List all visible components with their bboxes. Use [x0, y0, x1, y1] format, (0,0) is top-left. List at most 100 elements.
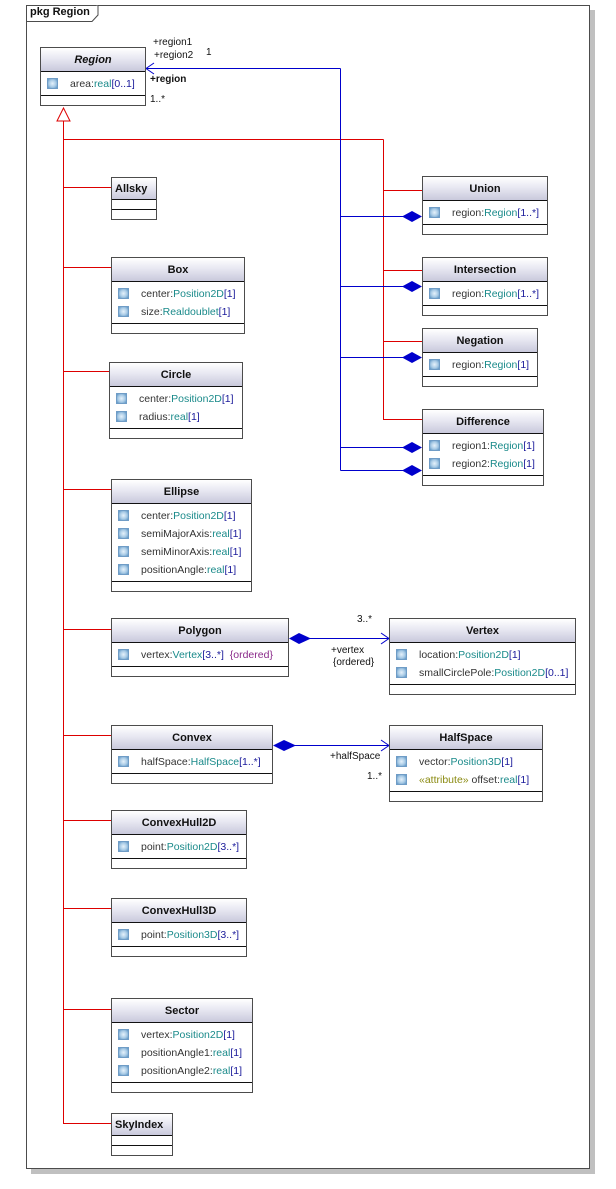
operation-compartment — [110, 429, 242, 438]
attribute-row[interactable]: center:Position2D[1] — [110, 390, 242, 408]
attribute-multiplicity: [1] — [223, 510, 236, 522]
class-name: Box — [112, 258, 244, 282]
attribute-type: Position2D — [458, 649, 509, 661]
class-name: Allsky — [112, 178, 156, 200]
attribute-icon — [118, 929, 129, 940]
attribute-row[interactable]: vertex:Position2D[1] — [112, 1026, 252, 1044]
attribute-name: center — [141, 510, 171, 522]
attribute-icon — [118, 1065, 129, 1076]
role-vertex: +vertex — [331, 645, 365, 656]
attribute-row[interactable]: vector:Position3D[1] — [390, 753, 542, 771]
attribute-separator: : — [455, 649, 459, 661]
attribute-row[interactable]: size:Realdoublet[1] — [112, 303, 244, 321]
attribute-row[interactable]: region:Region[1..*] — [423, 285, 547, 303]
class-sector[interactable]: Sector vertex:Position2D[1]positionAngle1… — [111, 998, 253, 1093]
attribute-icon — [118, 841, 129, 852]
attribute-name: offset — [471, 774, 498, 786]
attribute-name: region2 — [452, 458, 488, 470]
class-ellipse[interactable]: Ellipse center:Position2D[1]semiMajorAxis… — [111, 479, 252, 592]
attribute-row[interactable]: center:Position2D[1] — [112, 285, 244, 303]
attribute-separator: : — [159, 306, 163, 318]
attribute-multiplicity: [1] — [218, 306, 231, 318]
attribute-multiplicity: [1] — [523, 458, 535, 470]
class-allsky[interactable]: Allsky — [111, 177, 157, 220]
attribute-row[interactable]: area:real[0..1] — [41, 75, 145, 93]
operation-compartment — [112, 582, 251, 591]
attribute-name: point — [141, 929, 164, 941]
attribute-name: semiMinorAxis — [141, 546, 210, 558]
role-region1: +region1 — [153, 37, 193, 48]
attribute-icon — [47, 78, 58, 89]
attribute-icon — [118, 306, 129, 317]
attribute-row[interactable]: positionAngle:real[1] — [112, 561, 251, 579]
attribute-row[interactable]: region2:Region[1] — [423, 455, 543, 473]
class-name: Ellipse — [112, 480, 251, 504]
operation-compartment — [112, 947, 246, 956]
attribute-row[interactable]: semiMajorAxis:real[1] — [112, 525, 251, 543]
attribute-separator: : — [204, 564, 207, 576]
attribute-type: real — [93, 78, 112, 90]
attribute-row[interactable]: point:Position3D[3..*] — [112, 926, 246, 944]
attribute-separator: : — [170, 510, 174, 522]
class-name: Circle — [110, 363, 242, 387]
operation-compartment — [112, 324, 244, 333]
class-negation[interactable]: Negation region:Region[1] — [422, 328, 538, 387]
attribute-row[interactable]: vertex:Vertex[3..*] {ordered} — [112, 646, 288, 664]
attribute-multiplicity: [1] — [508, 649, 521, 661]
attribute-multiplicity: [1..*] — [517, 207, 540, 219]
class-skyindex[interactable]: SkyIndex — [111, 1113, 173, 1156]
attribute-row[interactable]: semiMinorAxis:real[1] — [112, 543, 251, 561]
attribute-row[interactable]: region:Region[1] — [423, 356, 537, 374]
attribute-row[interactable]: positionAngle1:real[1] — [112, 1044, 252, 1062]
attribute-row[interactable]: location:Position2D[1] — [390, 646, 575, 664]
attribute-icon — [118, 528, 129, 539]
attribute-row[interactable]: region1:Region[1] — [423, 437, 543, 455]
attribute-compartment: center:Position2D[1]size:Realdoublet[1] — [112, 282, 244, 324]
operation-compartment — [423, 476, 543, 485]
mult-vertex: 3..* — [357, 614, 373, 625]
attribute-type: real — [212, 1065, 231, 1077]
attribute-separator: : — [167, 411, 171, 423]
attribute-separator: : — [163, 929, 167, 941]
attribute-multiplicity: [1..*] — [517, 288, 540, 300]
attribute-type: real — [499, 774, 518, 786]
attribute-name: point — [141, 841, 164, 853]
diamond-intersection — [402, 281, 422, 292]
operation-compartment — [112, 774, 272, 783]
mult-region-roles: 1 — [206, 47, 212, 58]
attribute-row[interactable]: «attribute» offset:real[1] — [390, 771, 542, 789]
attribute-row[interactable]: smallCirclePole:Position2D[0..1] — [390, 664, 575, 682]
attribute-row[interactable]: region:Region[1..*] — [423, 204, 547, 222]
attribute-row[interactable]: point:Position2D[3..*] — [112, 838, 246, 856]
class-name: Sector — [112, 999, 252, 1023]
attribute-separator: : — [447, 756, 451, 768]
attribute-row[interactable]: center:Position2D[1] — [112, 507, 251, 525]
attribute-icon — [118, 510, 129, 521]
attribute-row[interactable]: positionAngle2:real[1] — [112, 1062, 252, 1080]
class-name: Negation — [423, 329, 537, 353]
attribute-separator: : — [481, 288, 485, 300]
attribute-row[interactable]: halfSpace:HalfSpace[1..*] — [112, 753, 272, 771]
attribute-compartment — [112, 1136, 172, 1146]
attribute-name: area — [70, 78, 92, 90]
attribute-type: HalfSpace — [190, 756, 240, 768]
attribute-compartment: center:Position2D[1]radius:real[1] — [110, 387, 242, 429]
attribute-multiplicity: [1] — [221, 393, 234, 405]
attribute-icon — [116, 411, 127, 422]
attribute-icon — [118, 564, 129, 575]
attribute-separator: : — [209, 1047, 213, 1059]
attribute-row[interactable]: radius:real[1] — [110, 408, 242, 426]
attribute-multiplicity: [1] — [230, 1047, 243, 1059]
